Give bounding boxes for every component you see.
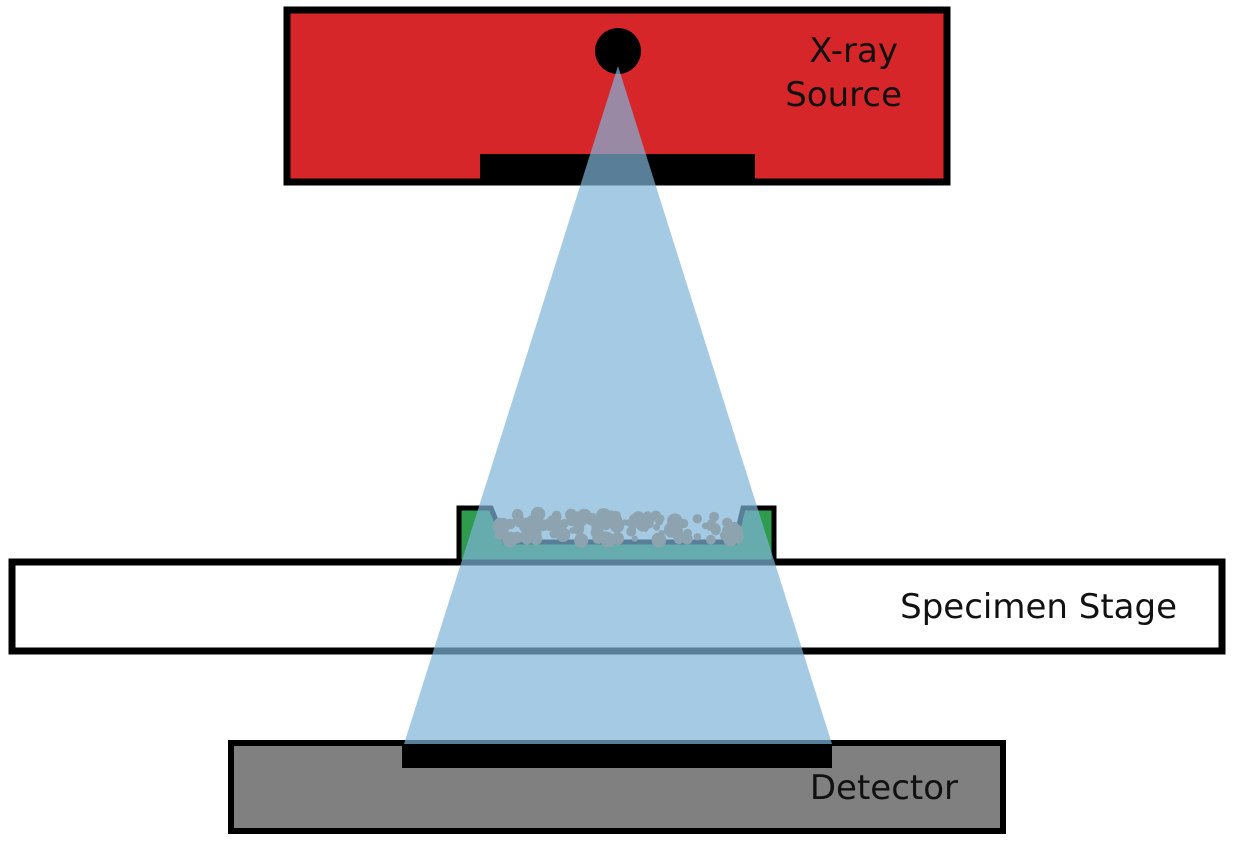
source-label-line2: Source [785, 75, 902, 115]
detector: Detector [228, 740, 1006, 834]
source-label-line1: X-ray [809, 31, 898, 71]
detector-sensor [402, 744, 832, 768]
detector-label: Detector [810, 768, 958, 808]
focal-spot-icon [595, 28, 641, 74]
stage-label: Specimen Stage [900, 587, 1177, 627]
xray-cone-beam [404, 66, 832, 744]
